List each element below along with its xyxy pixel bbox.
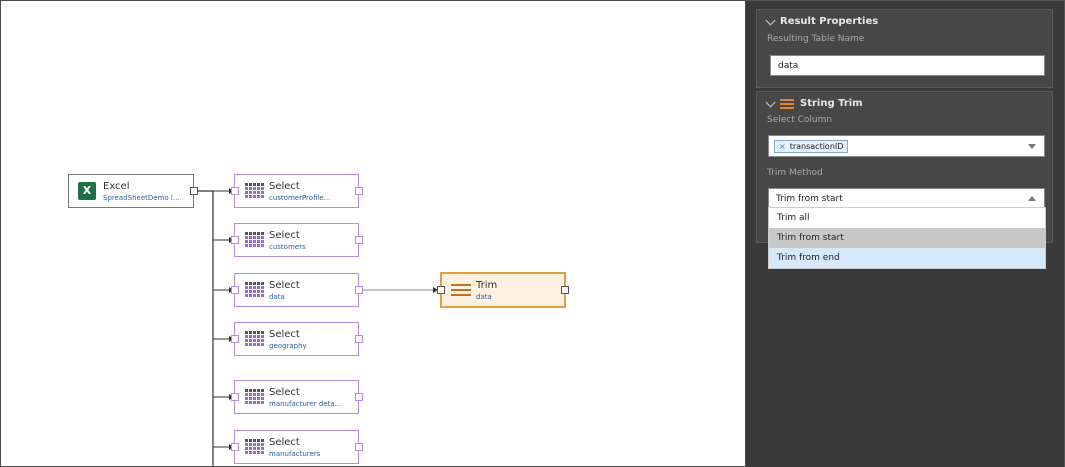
select-node-customers[interactable]: Select customers: [231, 223, 363, 257]
node-title: Select: [269, 437, 300, 448]
output-port[interactable]: [355, 393, 363, 401]
result-properties-section: Result Properties Resulting Table Name d…: [756, 9, 1053, 88]
node-title: Select: [269, 329, 300, 340]
output-port[interactable]: [355, 187, 363, 195]
connection-wires: [197, 188, 438, 466]
node-subtitle: customers: [269, 243, 306, 251]
trim-method-value: Trim from start: [776, 194, 843, 204]
node-title: Trim: [476, 280, 498, 291]
section-title: Result Properties: [780, 16, 879, 27]
output-port[interactable]: [561, 286, 569, 294]
table-grid-icon: [245, 282, 264, 298]
node-title: Select: [269, 181, 300, 192]
table-grid-icon: [245, 232, 264, 248]
select-node-data[interactable]: Select data: [231, 273, 363, 307]
select-node-geography[interactable]: Select geography: [231, 322, 363, 356]
node-title: Excel: [103, 181, 130, 192]
chevron-down-icon[interactable]: [765, 97, 776, 107]
node-subtitle: manufacturer deta...: [269, 400, 342, 408]
option-trim-all[interactable]: Trim all: [777, 213, 810, 223]
input-port[interactable]: [231, 443, 239, 451]
section-header[interactable]: String Trim: [765, 97, 863, 109]
node-subtitle: manufacturers: [269, 450, 321, 458]
node-subtitle: SpreadSheetDemo l...: [103, 194, 180, 202]
table-grid-icon: [245, 439, 264, 455]
select-node-customerprofile[interactable]: Select customerProfile...: [231, 174, 363, 208]
input-port[interactable]: [231, 286, 239, 294]
input-port[interactable]: [437, 286, 445, 294]
field-label: Select Column: [767, 115, 833, 125]
chevron-down-icon[interactable]: [765, 15, 776, 25]
section-title: String Trim: [800, 98, 863, 109]
select-node-manufacturer-details[interactable]: Select manufacturer deta...: [231, 380, 363, 414]
input-port[interactable]: [231, 187, 239, 195]
option-trim-from-end[interactable]: Trim from end: [769, 248, 1045, 268]
workflow-canvas[interactable]: X Excel SpreadSheetDemo l... Select cust…: [0, 0, 746, 467]
field-label: Resulting Table Name: [767, 34, 865, 44]
section-header[interactable]: Result Properties: [765, 15, 879, 27]
string-trim-icon: [451, 284, 471, 296]
excel-icon: X: [78, 182, 96, 200]
node-subtitle: data: [476, 293, 492, 301]
output-port[interactable]: [355, 236, 363, 244]
select-column-dropdown[interactable]: × transactionID: [768, 135, 1045, 157]
output-port[interactable]: [355, 443, 363, 451]
input-port[interactable]: [231, 335, 239, 343]
output-port[interactable]: [190, 187, 198, 195]
node-subtitle: customerProfile...: [269, 194, 331, 202]
caret-up-icon[interactable]: [1028, 196, 1036, 201]
node-title: Select: [269, 387, 300, 398]
node-subtitle: geography: [269, 342, 307, 350]
output-port[interactable]: [355, 286, 363, 294]
excel-source-node[interactable]: X Excel SpreadSheetDemo l...: [68, 174, 198, 208]
input-port[interactable]: [231, 236, 239, 244]
trim-method-options: Trim all Trim from start Trim from end: [768, 207, 1046, 269]
trim-node[interactable]: Trim data: [437, 272, 569, 308]
node-subtitle: data: [269, 293, 285, 301]
column-tag-label: transactionID: [789, 142, 844, 151]
column-tag: × transactionID: [774, 140, 849, 153]
table-name-input[interactable]: data: [770, 55, 1045, 76]
table-grid-icon: [245, 183, 264, 199]
table-grid-icon: [245, 331, 264, 347]
input-port[interactable]: [231, 393, 239, 401]
remove-tag-icon[interactable]: ×: [779, 142, 786, 151]
caret-down-icon[interactable]: [1028, 144, 1036, 149]
table-name-value: data: [778, 61, 799, 71]
node-title: Select: [269, 230, 300, 241]
trim-method-select[interactable]: Trim from start: [768, 188, 1045, 209]
table-grid-icon: [245, 389, 264, 405]
string-trim-icon: [780, 98, 794, 109]
node-title: Select: [269, 280, 300, 291]
option-trim-from-start[interactable]: Trim from start: [769, 228, 1045, 248]
select-node-manufacturers[interactable]: Select manufacturers: [231, 430, 363, 464]
field-label: Trim Method: [767, 168, 823, 178]
output-port[interactable]: [355, 335, 363, 343]
